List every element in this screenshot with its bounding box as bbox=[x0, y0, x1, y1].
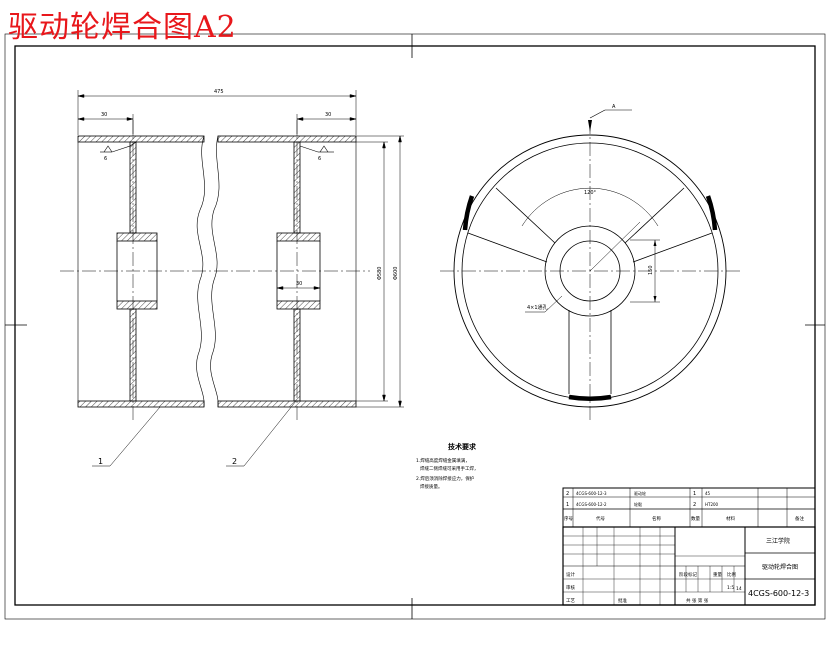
svg-text:数量: 数量 bbox=[691, 515, 700, 522]
centering-marks bbox=[5, 34, 825, 619]
label-design: 设计 bbox=[566, 571, 575, 578]
rim-bottom-right bbox=[217, 400, 357, 408]
tech-note-1: 1.焊缝高度焊缝金属填满， bbox=[416, 457, 470, 464]
svg-text:45: 45 bbox=[705, 491, 711, 496]
label-stage: 阶段标记 bbox=[679, 571, 697, 578]
rim-top-left bbox=[77, 135, 205, 143]
svg-text:HT200: HT200 bbox=[705, 502, 719, 507]
outer-frame bbox=[4, 33, 826, 620]
sheet-count: 14 bbox=[736, 586, 742, 592]
svg-text:备注: 备注 bbox=[795, 515, 804, 522]
label-process: 工艺 bbox=[566, 598, 575, 604]
angle-label: 120° bbox=[584, 190, 597, 196]
tech-note-2: 焊缝二侧焊缝可采用手工焊， bbox=[420, 465, 479, 472]
svg-text:1: 1 bbox=[566, 502, 569, 508]
hole-note: 4×1通孔 bbox=[527, 304, 548, 311]
break-line-right bbox=[210, 135, 220, 408]
parts-header: 序号 代号 名称 数量 材料 备注 bbox=[564, 515, 804, 522]
svg-text:2: 2 bbox=[693, 502, 696, 508]
rim-top-right bbox=[217, 135, 357, 143]
sheet-info: 共 张 第 张 bbox=[686, 597, 709, 604]
weld-arc-left bbox=[462, 195, 475, 231]
section-view: 475 30 30 Φ580 bbox=[60, 89, 404, 467]
parts-row-1: 2 4CGS-600-12-3 驱动轮 1 45 bbox=[566, 490, 711, 497]
drawing-title: 驱动轮焊合图A2 bbox=[8, 10, 237, 45]
parts-row-2: 1 4CGS-600-12-2 轮毂 2 HT200 bbox=[566, 501, 719, 508]
callout-1: 1 bbox=[98, 457, 103, 466]
label-scale: 比例 bbox=[727, 571, 736, 578]
dim-wall-left: 30 bbox=[101, 112, 107, 118]
svg-text:代号: 代号 bbox=[596, 515, 605, 522]
dim-overall-length bbox=[77, 90, 357, 135]
dim-overall-length-label: 475 bbox=[214, 89, 224, 95]
svg-text:名称: 名称 bbox=[652, 515, 661, 522]
section-label: A bbox=[612, 104, 616, 110]
hub-right-bottom bbox=[276, 300, 321, 310]
dim-diameter-outer: Φ600 bbox=[393, 267, 399, 280]
break-line-left bbox=[196, 135, 205, 408]
weld-symbol-right bbox=[299, 145, 334, 153]
weld-size-left: 6 bbox=[104, 156, 107, 162]
svg-text:驱动轮: 驱动轮 bbox=[634, 490, 646, 496]
weld-symbol-left bbox=[100, 141, 137, 153]
dim-hub-length: 30 bbox=[296, 281, 302, 287]
end-view bbox=[440, 109, 740, 420]
dim-diameters bbox=[356, 135, 404, 408]
svg-text:1: 1 bbox=[693, 491, 696, 497]
label-approve: 批准 bbox=[618, 597, 627, 604]
drawing-number: 4CGS-600-12-3 bbox=[748, 589, 809, 598]
tech-notes: 技术要求 1.焊缝高度焊缝金属填满， 焊缝二侧焊缝可采用手工焊， 2.焊后须消除… bbox=[416, 442, 479, 490]
label-check: 审核 bbox=[566, 584, 575, 591]
label-weight: 重量 bbox=[713, 571, 722, 578]
svg-text:4CGS-600-12-3: 4CGS-600-12-3 bbox=[576, 491, 607, 496]
svg-text:序号: 序号 bbox=[564, 515, 573, 522]
drawing-name: 驱动轮焊合图 bbox=[762, 563, 798, 571]
hub-dim-label: 150 bbox=[648, 265, 654, 275]
svg-text:2: 2 bbox=[566, 491, 569, 497]
dim-diameter-inner: Φ580 bbox=[377, 267, 383, 280]
callout-leaders bbox=[92, 400, 297, 467]
scale-value: 1:5 bbox=[727, 585, 734, 591]
dim-wall-right: 30 bbox=[325, 112, 331, 118]
svg-text:4CGS-600-12-2: 4CGS-600-12-2 bbox=[576, 502, 607, 507]
tech-note-4: 焊接质量。 bbox=[420, 483, 443, 490]
svg-text:轮毂: 轮毂 bbox=[634, 501, 642, 507]
title-block bbox=[562, 526, 816, 606]
hub-right-top bbox=[276, 232, 321, 242]
callout-2: 2 bbox=[232, 457, 237, 466]
rim-bottom-left bbox=[77, 400, 205, 408]
weld-size-right: 6 bbox=[318, 156, 321, 162]
hub-left-bottom bbox=[116, 300, 158, 310]
tech-note-3: 2.焊后须消除焊接应力，保护 bbox=[416, 475, 475, 482]
svg-text:材料: 材料 bbox=[726, 515, 735, 522]
tech-notes-title: 技术要求 bbox=[448, 442, 477, 451]
company-name: 三江学院 bbox=[766, 537, 790, 545]
inner-frame bbox=[14, 45, 816, 606]
weld-arc-bottom bbox=[568, 394, 612, 401]
hub-left-top bbox=[116, 232, 158, 242]
weld-arc-right bbox=[705, 195, 718, 231]
